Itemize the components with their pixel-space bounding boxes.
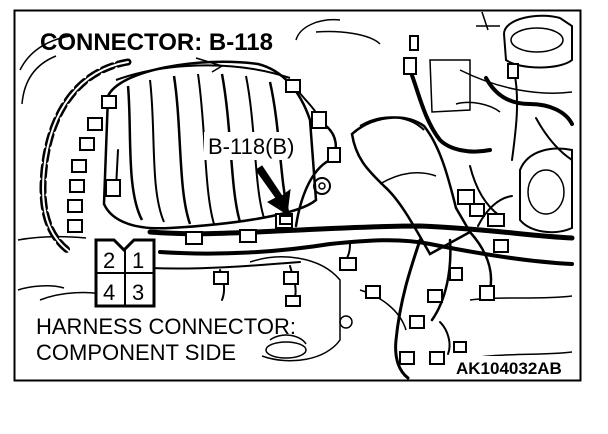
harness-connectors [67,35,519,365]
pin-label-2: 2 [103,248,115,273]
wiring-harness [39,58,575,380]
figure-id: AK104032AB [456,359,562,378]
connector-face: 2 1 4 3 [94,238,156,308]
callout-arrow [255,165,291,215]
figure-id-background [454,356,578,378]
callout-label: B-118(B) [208,134,294,159]
pin-label-3: 3 [132,280,144,305]
pin-label-1: 1 [132,248,144,273]
callout-label-background [204,132,308,160]
diagram-title: CONNECTOR: B-118 [40,29,273,56]
caption-line-1: HARNESS CONNECTOR: [36,314,296,339]
caption-line-2: COMPONENT SIDE [36,340,236,365]
pin-label-4: 4 [103,280,115,305]
